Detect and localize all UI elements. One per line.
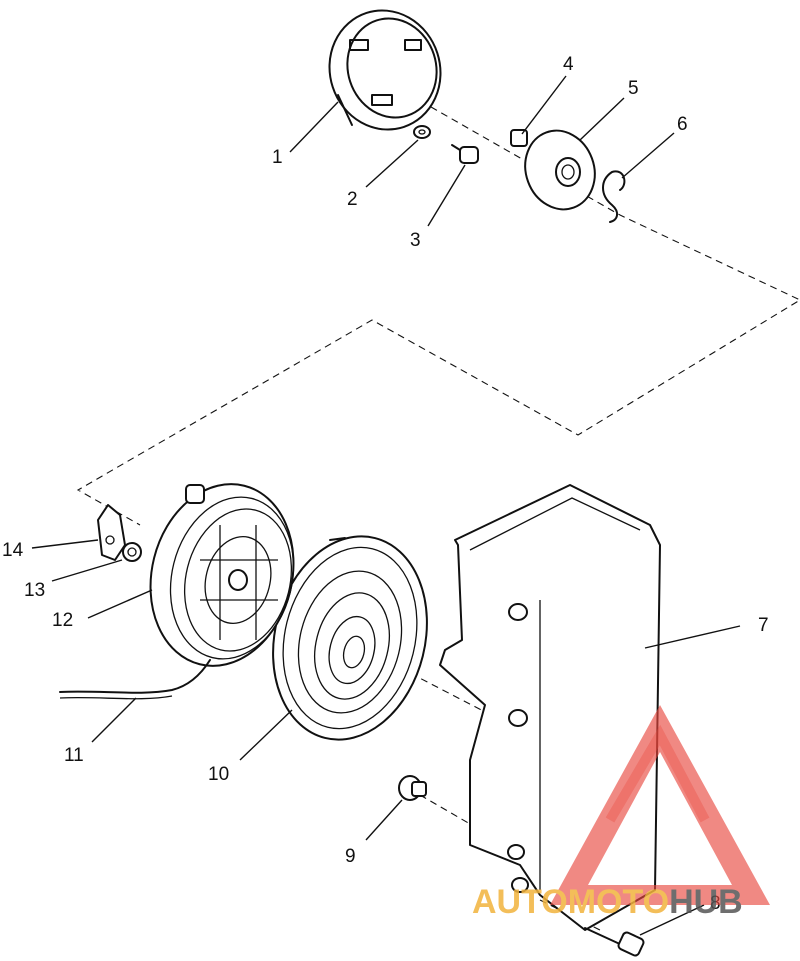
callout-6: 6: [677, 114, 688, 135]
callout-5: 5: [628, 78, 639, 99]
callout-4: 4: [563, 54, 574, 75]
pawl-bracket: [97, 504, 126, 561]
callout-1: 1: [272, 147, 283, 168]
watermark-automoto: AUTOMOTO: [472, 883, 669, 921]
callout-13: 13: [24, 580, 45, 601]
recoil-housing: [439, 484, 661, 931]
watermark-text: AUTOMOTOHUB: [472, 883, 743, 921]
bushing: [398, 775, 525, 860]
callout-14: 14: [2, 540, 24, 561]
bolt: [584, 927, 645, 957]
leader-lines: [31, 75, 741, 936]
callout-11: 11: [64, 745, 84, 766]
watermark-logo: AUTOMOTOHUB: [472, 705, 770, 921]
nut: [510, 129, 528, 147]
starter-rope: [59, 659, 211, 700]
watermark-hub: HUB: [669, 883, 743, 921]
small-bushing: [122, 542, 142, 562]
screw: [451, 144, 479, 164]
washer: [413, 125, 431, 139]
callout-3: 3: [410, 230, 421, 251]
pulley-plate: [524, 129, 596, 211]
rope-pulley: [149, 483, 295, 667]
recoil-spring: [272, 535, 428, 741]
callout-7: 7: [758, 615, 769, 636]
callout-2: 2: [347, 189, 358, 210]
callout-9: 9: [345, 846, 356, 867]
callout-10: 10: [208, 764, 229, 785]
spring-clip: [602, 170, 626, 223]
callout-12: 12: [52, 610, 73, 631]
drive-cup: [328, 9, 442, 131]
